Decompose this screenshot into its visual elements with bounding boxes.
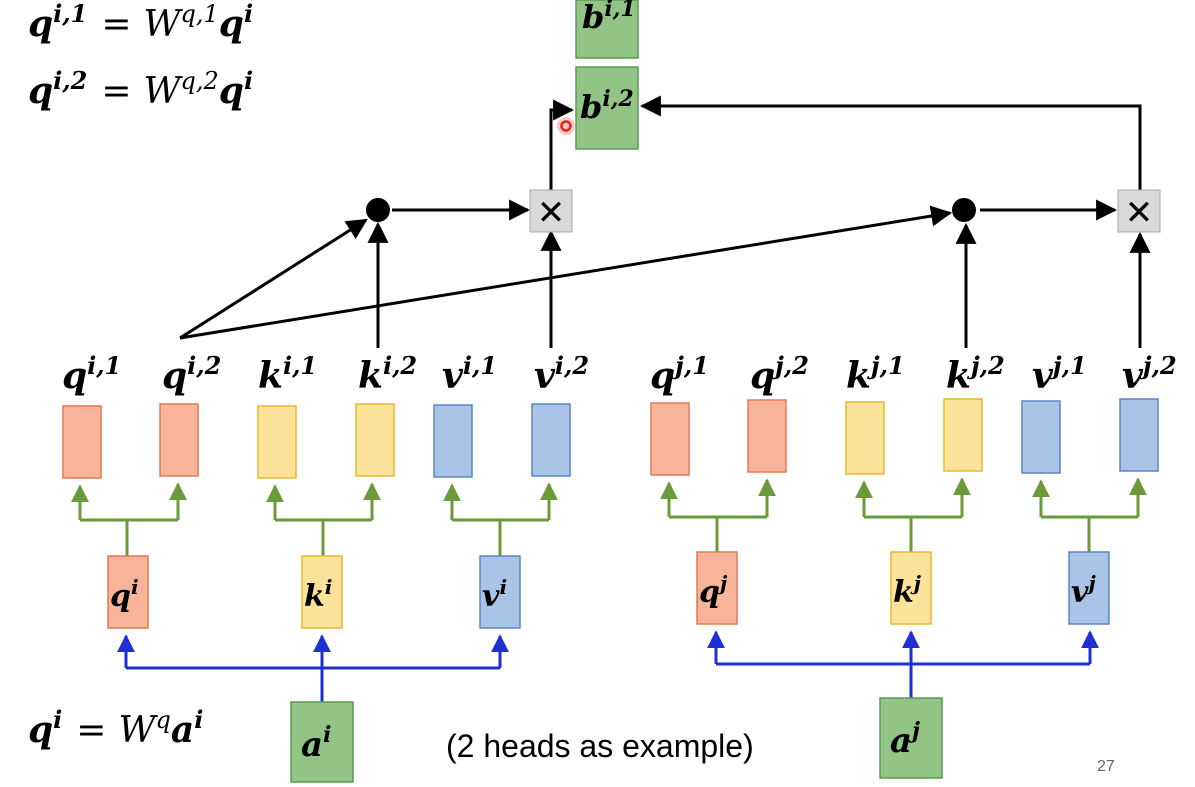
vec-k-i2 [355, 403, 395, 477]
vec-k-j [890, 551, 932, 625]
multiply-node-1: ✕ [529, 189, 573, 233]
head-labels-i: qi,1 qi,2 ki,1 ki,2 vi,1 vi,2 [62, 351, 589, 397]
input-arrows [117, 630, 1099, 702]
formula-q-i1: qi,1=Wq,1qi [28, 0, 253, 45]
cursor-indicator [557, 117, 575, 135]
svg-text:✕: ✕ [537, 194, 566, 232]
vec-q-j1 [650, 402, 690, 476]
label-v-j1: vj,1 [1032, 351, 1087, 397]
svg-text:bi,2: bi,2 [580, 86, 634, 126]
label-k-i1: ki,1 [258, 351, 317, 397]
vec-k-j2 [943, 398, 983, 472]
label-q-j2: qj,2 [750, 351, 809, 397]
split-arrows [71, 477, 1147, 556]
head-vectors-j [650, 398, 1159, 476]
output-b-i2: bi,2 [575, 66, 639, 150]
vec-q-i [107, 555, 149, 629]
vec-v-i1 [433, 404, 473, 478]
output-b-i1: bi,1 [575, 0, 639, 59]
label-k-j: kj [893, 571, 922, 610]
head-vectors-i [62, 403, 571, 479]
label-q-j1: qj,1 [650, 351, 709, 397]
label-k-j2: kj,2 [946, 351, 1005, 397]
mid-vectors-j: qj kj vj [696, 551, 1110, 625]
vec-k-i1 [257, 405, 297, 479]
input-a-i: ai [290, 701, 354, 783]
caption: (2 heads as example) [446, 728, 754, 764]
label-v-i2: vi,2 [534, 351, 589, 397]
formula-q-i: qi=Wqai [28, 705, 203, 751]
vec-v-i [479, 555, 521, 629]
svg-text:✕: ✕ [1125, 194, 1154, 232]
vec-v-i2 [531, 403, 571, 477]
attention-arrows [179, 95, 1151, 348]
label-k-i2: ki,2 [358, 351, 417, 397]
label-q-j: qj [699, 571, 728, 610]
vec-v-j2 [1119, 398, 1159, 472]
label-v-j2: vj,2 [1122, 351, 1177, 397]
label-v-i1: vi,1 [442, 351, 497, 397]
label-v-j: vj [1071, 571, 1096, 610]
label-v-i: vi [482, 575, 507, 614]
svg-text:aj: aj [890, 718, 920, 761]
formula-q-i2: qi,2=Wq,2qi [28, 66, 253, 112]
label-q-i1: qi,1 [62, 351, 121, 397]
label-k-j1: kj,1 [846, 351, 905, 397]
label-q-i2: qi,2 [162, 351, 221, 397]
svg-text:ai: ai [301, 722, 331, 765]
dot-product-node-2 [952, 198, 976, 222]
vec-v-j [1068, 551, 1110, 625]
vec-k-j1 [845, 401, 885, 475]
vec-q-i2 [159, 403, 199, 477]
vec-q-i1 [62, 405, 102, 479]
multiply-node-2: ✕ [1117, 189, 1161, 233]
label-q-i: qi [110, 575, 139, 614]
dot-product-node-1 [366, 198, 390, 222]
vec-k-i [301, 555, 343, 629]
svg-text:bi,1: bi,1 [582, 0, 636, 36]
label-k-i: ki [304, 575, 332, 614]
vec-q-j [696, 551, 738, 625]
vec-q-j2 [747, 399, 787, 473]
head-labels-j: qj,1 qj,2 kj,1 kj,2 vj,1 vj,2 [650, 351, 1177, 397]
vec-v-j1 [1021, 400, 1061, 474]
input-a-j: aj [879, 697, 943, 779]
mid-vectors-i: qi ki vi [107, 555, 521, 629]
page-number: 27 [1097, 758, 1115, 775]
